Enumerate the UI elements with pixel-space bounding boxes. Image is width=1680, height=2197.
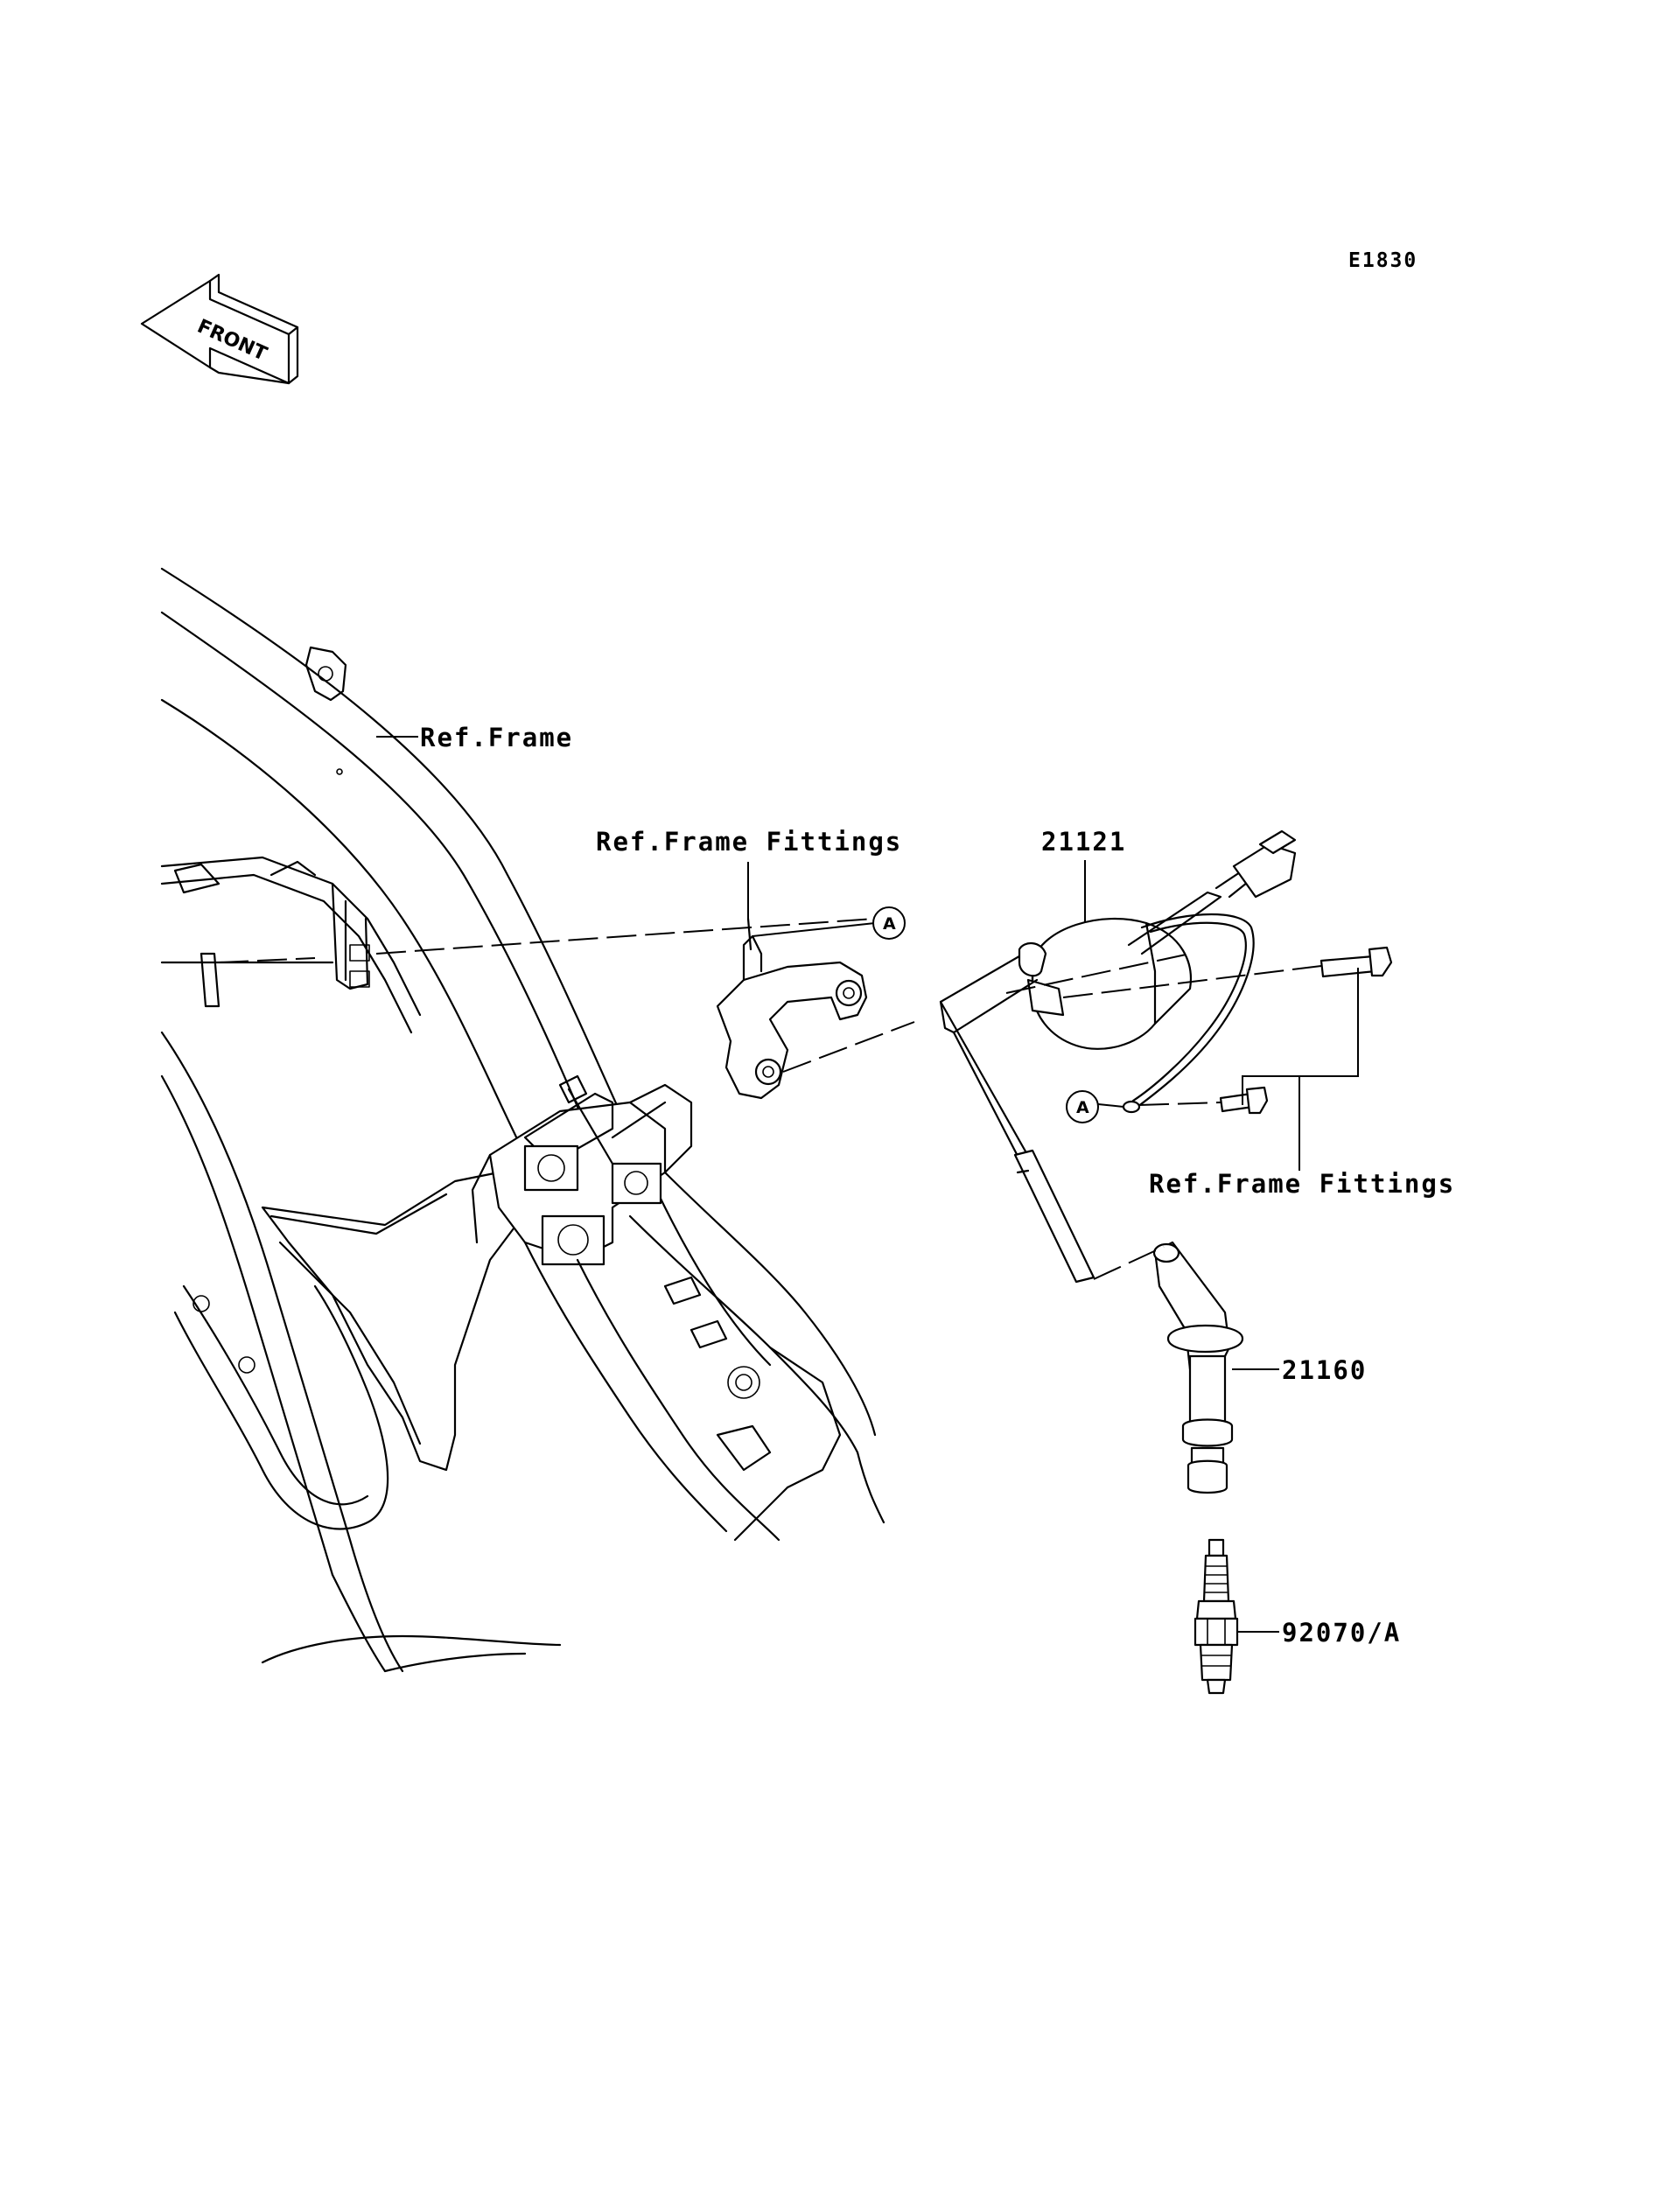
leader-lines [218,736,1359,1633]
ignition-coil-part-number: 21121 [1041,827,1126,857]
ref-frame-label: Ref.Frame [420,723,573,752]
connection-marker-lower-text: A [1076,1098,1089,1117]
connection-marker-upper-text: A [883,914,896,934]
ref-frame-fittings-bottom-label: Ref.Frame Fittings [1149,1169,1455,1199]
ignition-coil [939,829,1393,1284]
spark-plug [1194,1538,1239,1695]
connection-marker-upper: A [872,906,906,940]
mounting-bracket [716,917,868,1100]
connection-marker-lower: A [1066,1090,1099,1123]
ref-frame-fittings-top-label: Ref.Frame Fittings [596,827,902,857]
front-arrow-icon: FRONT [140,273,299,385]
frame-drawing [160,567,886,1673]
spark-plug-cap [1152,1241,1244,1494]
diagram-code: E1830 [1348,249,1418,272]
plug-cap-part-number: 21160 [1282,1355,1367,1385]
spark-plug-part-number: 92070/A [1282,1618,1401,1648]
